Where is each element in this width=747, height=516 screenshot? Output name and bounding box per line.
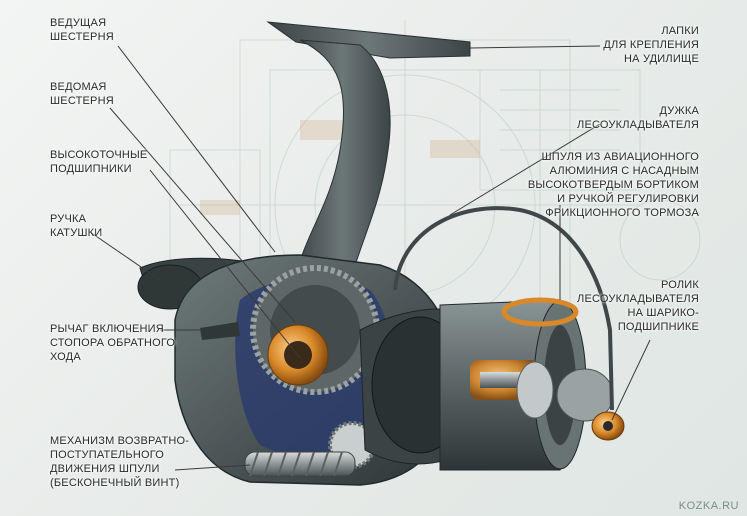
label-line-roller-line-4: ПОДШИПНИКЕ [617,321,699,333]
label-spool-line-4: И РУЧКОЙ РЕГУЛИРОВКИ [557,193,699,205]
label-oscillation: МЕХАНИЗМ ВОЗВРАТНО- ПОСТУПАТЕЛЬНОГО ДВИЖ… [50,434,189,490]
label-anti-reverse-line-2: СТОПОРА ОБРАТНОГО [50,337,176,349]
label-bearings: ВЫСОКОТОЧНЫЕ ПОДШИПНИКИ [50,148,147,176]
label-drive-gear-line-2: ШЕСТЕРНЯ [50,31,114,43]
label-oscillation-line-1: МЕХАНИЗМ ВОЗВРАТНО- [50,435,190,447]
label-bail: ДУЖКА ЛЕСОУКЛАДЫВАТЕЛЯ [577,104,699,132]
label-handle-line-1: РУЧКА [50,213,87,225]
label-oscillation-line-2: ПОСТУПАТЕЛЬНОГО [50,449,165,461]
label-rod-foot-line-2: ДЛЯ КРЕПЛЕНИЯ [603,39,699,51]
label-spool-line-1: ШПУЛЯ ИЗ АВИАЦИОННОГО [541,151,699,163]
watermark: KOZKA.RU [678,500,739,512]
label-rod-foot-line-1: ЛАПКИ [661,25,699,37]
label-anti-reverse: РЫЧАГ ВКЛЮЧЕНИЯ СТОПОРА ОБРАТНОГО ХОДА [50,322,175,364]
label-drive-gear: ВЕДУЩАЯ ШЕСТЕРНЯ [50,16,114,44]
label-line-roller: РОЛИК ЛЕСОУКЛАДЫВАТЕЛЯ НА ШАРИКО- ПОДШИП… [577,278,699,334]
label-spool-line-2: АЛЮМИНИЯ С НАСАДНЫМ [549,165,699,177]
label-spool-line-5: ФРИКЦИОННОГО ТОРМОЗА [545,207,699,219]
rod-foot [266,21,471,59]
bail-arm-ring [501,297,579,327]
label-line-roller-line-1: РОЛИК [660,279,699,291]
label-spool: ШПУЛЯ ИЗ АВИАЦИОННОГО АЛЮМИНИЯ С НАСАДНЫ… [528,150,699,220]
label-bail-line-1: ДУЖКА [659,105,699,117]
label-anti-reverse-line-3: ХОДА [50,351,81,363]
label-oscillation-line-4: (БЕСКОНЕЧНЫЙ ВИНТ) [50,477,180,489]
label-rod-foot-line-3: НА УДИЛИЩЕ [624,53,699,65]
label-bearings-line-2: ПОДШИПНИКИ [50,163,132,175]
leader-lines [89,45,651,471]
bail-wire [393,206,614,411]
label-line-roller-line-2: ЛЕСОУКЛАДЫВАТЕЛЯ [577,293,699,305]
label-line-roller-line-3: НА ШАРИКО- [627,307,699,319]
label-handle-line-2: КАТУШКИ [50,227,103,239]
label-spool-line-3: ВЫСОКОТВЕРДЫМ БОРТИКОМ [527,179,699,191]
label-drive-gear-line-1: ВЕДУЩАЯ [50,17,107,29]
label-driven-gear-line-1: ВЕДОМАЯ [50,81,107,93]
label-driven-gear-line-2: ШЕСТЕРНЯ [50,95,114,107]
label-bearings-line-1: ВЫСОКОТОЧНЫЕ [50,149,148,161]
label-rod-foot: ЛАПКИ ДЛЯ КРЕПЛЕНИЯ НА УДИЛИЩЕ [603,24,699,66]
anti-reverse-lever [200,322,240,340]
label-bail-line-2: ЛЕСОУКЛАДЫВАТЕЛЯ [577,119,699,131]
label-driven-gear: ВЕДОМАЯ ШЕСТЕРНЯ [50,80,114,108]
drag-knob [516,361,554,419]
label-oscillation-line-3: ДВИЖЕНИЯ ШПУЛИ [50,463,160,475]
label-anti-reverse-line-1: РЫЧАГ ВКЛЮЧЕНИЯ [50,323,164,335]
label-handle: РУЧКА КАТУШКИ [50,212,102,240]
